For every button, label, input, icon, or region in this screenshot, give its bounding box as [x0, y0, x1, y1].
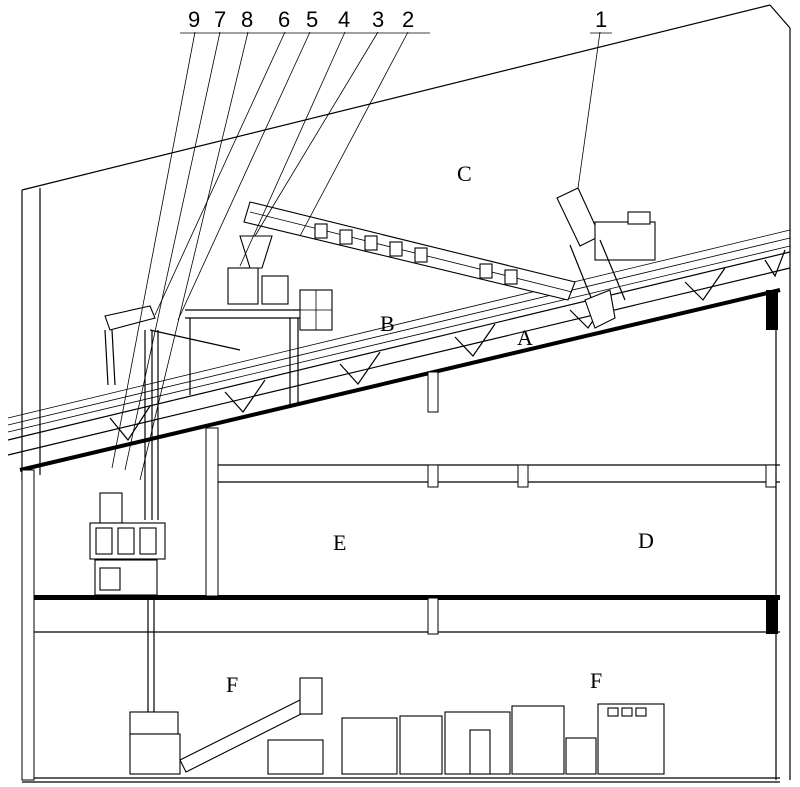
zone-d-label: D: [638, 528, 654, 553]
callout-8: 8: [241, 7, 253, 32]
callout-3: 3: [372, 7, 384, 32]
ground-floor-line: [130, 678, 664, 774]
sloped-slab: [8, 230, 790, 470]
vertical-pipes: [145, 330, 158, 712]
callout-5: 5: [306, 7, 318, 32]
zone-c-label: C: [457, 161, 472, 186]
callout-4: 4: [338, 7, 350, 32]
equipment-1: [557, 188, 655, 328]
truss-braces: [110, 250, 785, 440]
callout-6: 6: [278, 7, 290, 32]
callout-9: 9: [188, 7, 200, 32]
zone-e-label: E: [333, 530, 346, 555]
callout-2: 2: [402, 7, 414, 32]
zone-f-left-label: F: [226, 672, 238, 697]
inclined-conveyor: [244, 202, 575, 300]
packing-machine: [90, 493, 165, 595]
callout-7: 7: [214, 7, 226, 32]
zone-b-label: B: [380, 311, 395, 336]
callout-1: 1: [595, 7, 607, 32]
zone-a-label: A: [517, 325, 533, 350]
zone-f-right-label: F: [590, 668, 602, 693]
roof-outline: [22, 5, 790, 780]
